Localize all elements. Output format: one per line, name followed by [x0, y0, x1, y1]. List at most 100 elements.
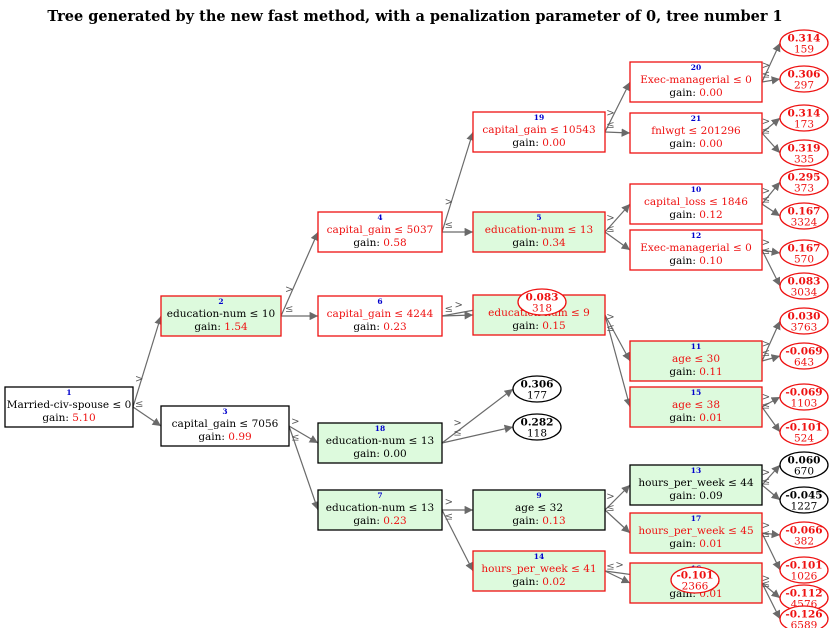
gain-label: gain: [353, 515, 383, 527]
node-threshold: 13 [421, 435, 434, 447]
edge-label: ≤ [762, 476, 770, 487]
node-box [472, 211, 606, 253]
node-split-rule: capital_loss ≤ 1846 [644, 196, 748, 208]
node-gain-value: 0.02 [542, 576, 565, 588]
leaf-value: 0.306 [521, 379, 554, 391]
edge-n6-n8 [441, 311, 474, 320]
edge-label: ≤ [135, 399, 143, 410]
edge-label: > [762, 238, 770, 249]
edge-label: > [762, 573, 770, 584]
node-number: 9 [536, 491, 541, 500]
edge-n17-l16 [761, 532, 781, 571]
node-feature: hours_per_week [638, 525, 725, 537]
edge-n11-l10 [761, 354, 781, 363]
leaf-ellipse [779, 521, 829, 549]
leaf-count: 670 [794, 466, 814, 478]
leaf-count: 159 [794, 44, 814, 56]
node-threshold: 5037 [407, 224, 434, 236]
gain-label: gain: [669, 87, 699, 99]
leaf-ellipse [779, 168, 829, 196]
node-gain-value: 0.99 [228, 431, 251, 443]
node-gain-line: gain: 0.00 [353, 448, 406, 460]
gain-label: gain: [669, 209, 699, 221]
node-box [629, 112, 763, 154]
node-le-symbol: ≤ [706, 196, 721, 208]
node-box [629, 61, 763, 103]
node-threshold: 44 [740, 477, 754, 489]
gain-label: gain: [42, 412, 72, 424]
leaf-ellipse [779, 418, 829, 446]
node-box [629, 229, 763, 271]
edge-n10-l5 [761, 181, 781, 205]
node-gain-line: gain: 0.13 [512, 515, 565, 527]
node-feature: hours_per_week [638, 477, 725, 489]
node-gain-value: 0.23 [383, 515, 406, 527]
edge-label: ≤ [762, 529, 770, 540]
edge-n13-l13 [761, 464, 781, 486]
leaf-count: 1103 [791, 398, 818, 410]
node-feature: capital_loss [644, 196, 706, 208]
edge-label: ≤ [453, 427, 461, 438]
leaf-value: 0.314 [788, 108, 821, 120]
node-gain-value: 0.01 [699, 538, 722, 550]
edge-n9-n13 [604, 484, 631, 511]
leaf-count: 3034 [791, 287, 818, 299]
node-box [629, 512, 763, 554]
node-gain-line: gain: 0.12 [669, 209, 722, 221]
node-gain-value: 0.01 [699, 412, 722, 424]
edge-label: > [291, 417, 299, 428]
node-threshold: 38 [707, 399, 720, 411]
leaf-ellipse [512, 413, 562, 441]
gain-label: gain: [669, 255, 699, 267]
leaf-count: 2366 [682, 581, 709, 593]
node-threshold: 0 [745, 242, 752, 254]
node-threshold: 1846 [721, 196, 748, 208]
edge-label: ≤ [606, 224, 614, 235]
edge-label: ≤ [762, 195, 770, 206]
leaf-ellipse [779, 29, 829, 57]
node-feature: capital_gain [482, 124, 547, 136]
edge-n19-n20 [604, 81, 631, 133]
node-box [472, 111, 606, 153]
node-box [4, 386, 134, 428]
node-number: 4 [377, 213, 382, 222]
node-feature: hours_per_week [481, 563, 568, 575]
node-number: 7 [377, 491, 382, 500]
edge-label: ≤ [762, 579, 770, 590]
node-gain-value: 0.00 [383, 448, 406, 460]
leaf-count: 382 [794, 536, 814, 548]
node-split-rule: education-num ≤ 13 [485, 224, 593, 236]
edge-label: > [606, 213, 614, 224]
leaf-ellipse [779, 239, 829, 267]
edge-n9-n17 [604, 509, 631, 534]
node-feature: education-num [485, 224, 565, 236]
leaf-value: -0.101 [676, 570, 713, 582]
edge-n12-l7 [761, 247, 781, 256]
node-threshold: 0 [125, 399, 132, 411]
node-box [317, 295, 443, 337]
edge-n2-n4 [280, 231, 319, 317]
node-feature: capital_gain [327, 308, 392, 320]
node-gain-line: gain: 0.23 [353, 515, 406, 527]
node-box [629, 183, 763, 225]
node-gain-value: 0.15 [542, 320, 565, 332]
leaf-value: 0.030 [788, 311, 821, 323]
edge-label: ≤ [762, 401, 770, 412]
edge-n3-n18 [288, 425, 319, 444]
leaf-value: -0.069 [785, 346, 822, 358]
gain-label: gain: [353, 448, 383, 460]
node-split-rule: age ≤ 38 [672, 399, 720, 411]
node-feature: Married-civ-spouse [7, 399, 109, 411]
edge-label: > [762, 468, 770, 479]
